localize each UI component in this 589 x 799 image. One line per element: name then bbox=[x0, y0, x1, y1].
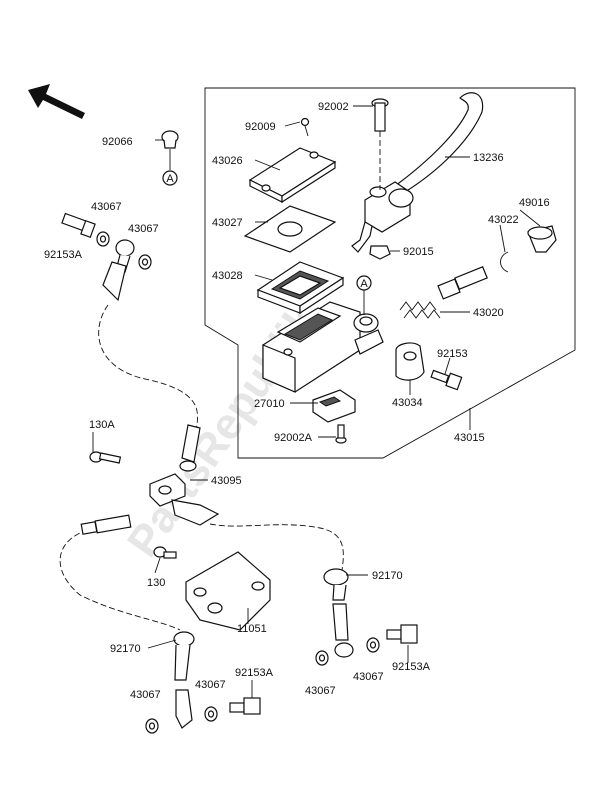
brake-hose-right bbox=[209, 523, 344, 571]
assembly-outline bbox=[204, 87, 576, 459]
master-cylinder-body bbox=[262, 301, 384, 393]
piston-kit bbox=[399, 266, 488, 319]
diaphragm bbox=[256, 261, 345, 315]
label-43026: 43026 bbox=[212, 155, 243, 167]
washer-43067-top-b bbox=[138, 254, 152, 270]
direction-arrow-icon bbox=[28, 84, 85, 119]
brake-hose-upper bbox=[98, 304, 199, 431]
label-43067: 43067 bbox=[91, 201, 122, 213]
label-49016: 49016 bbox=[519, 197, 550, 209]
label-130: 130 bbox=[147, 577, 165, 589]
screw-92009 bbox=[300, 117, 310, 137]
label-43067: 43067 bbox=[195, 679, 226, 691]
label-43020: 43020 bbox=[473, 307, 504, 319]
svg-text:A: A bbox=[360, 278, 368, 290]
brake-hose-left bbox=[59, 529, 181, 631]
bolt-130 bbox=[153, 546, 177, 559]
label-92066: 92066 bbox=[102, 136, 133, 148]
label-43028: 43028 bbox=[212, 270, 243, 282]
circlip-43022 bbox=[500, 251, 509, 273]
reservoir-cap bbox=[248, 147, 337, 204]
bolt-92153 bbox=[430, 369, 463, 391]
washer-43067-lower-c bbox=[315, 650, 329, 666]
label-92153: 92153 bbox=[437, 348, 468, 360]
label-130A: 130A bbox=[89, 419, 115, 431]
label-92170: 92170 bbox=[372, 570, 403, 582]
diaphragm-plate bbox=[243, 205, 337, 253]
svg-text:A: A bbox=[166, 173, 174, 185]
banjo-fitting-top bbox=[102, 239, 135, 302]
clamp-43034 bbox=[395, 342, 425, 381]
label-92002: 92002 bbox=[318, 101, 349, 113]
label-92153A: 92153A bbox=[392, 661, 431, 673]
bolt-92002 bbox=[371, 98, 389, 190]
part-labels: 92066 43067 92153A 43067 92002 92009 430… bbox=[44, 101, 550, 701]
brake-light-switch bbox=[312, 389, 356, 423]
hose-fitting-middle bbox=[179, 424, 201, 472]
label-43015: 43015 bbox=[454, 432, 485, 444]
label-43022: 43022 bbox=[488, 214, 519, 226]
banjo-fitting-lower-left bbox=[173, 631, 195, 729]
label-43067: 43067 bbox=[128, 223, 159, 235]
bracket-11051 bbox=[185, 551, 271, 631]
label-43034: 43034 bbox=[392, 397, 423, 409]
ref-marker-a-left: A bbox=[162, 170, 178, 186]
washer-43067-lower-a bbox=[145, 718, 159, 734]
boot-49016 bbox=[527, 225, 557, 253]
screw-92002A bbox=[335, 424, 347, 444]
label-43027: 43027 bbox=[212, 217, 243, 229]
label-92009: 92009 bbox=[245, 121, 276, 133]
bolt-130A bbox=[89, 451, 122, 464]
label-92002A: 92002A bbox=[274, 432, 313, 444]
label-92170: 92170 bbox=[110, 643, 141, 655]
banjo-fitting-lower-right bbox=[323, 568, 354, 658]
label-11051: 11051 bbox=[237, 623, 267, 635]
label-92153A: 92153A bbox=[235, 667, 274, 679]
label-43067: 43067 bbox=[130, 689, 161, 701]
label-43095: 43095 bbox=[211, 475, 242, 487]
brake-lever bbox=[351, 92, 484, 253]
banjo-bolt-92153A-right bbox=[386, 624, 418, 644]
washer-43067-top bbox=[96, 231, 110, 247]
label-92153A: 92153A bbox=[44, 249, 83, 261]
label-13236: 13236 bbox=[473, 152, 504, 164]
washer-43067-lower-b bbox=[204, 706, 218, 722]
three-way-joint bbox=[149, 473, 220, 526]
label-43067: 43067 bbox=[305, 685, 336, 697]
nut-92015 bbox=[369, 245, 391, 260]
label-43067: 43067 bbox=[353, 671, 384, 683]
washer-43067-lower-d bbox=[366, 637, 380, 653]
leader-lines bbox=[92, 105, 541, 698]
ref-marker-a-right: A bbox=[356, 275, 372, 315]
label-92015: 92015 bbox=[403, 246, 434, 258]
cap-92066 bbox=[161, 130, 179, 170]
banjo-bolt-92153A-lower bbox=[229, 697, 261, 715]
banjo-bolt-92153A-top bbox=[61, 212, 96, 239]
hose-fitting-left bbox=[80, 514, 132, 535]
label-27010: 27010 bbox=[254, 398, 285, 410]
